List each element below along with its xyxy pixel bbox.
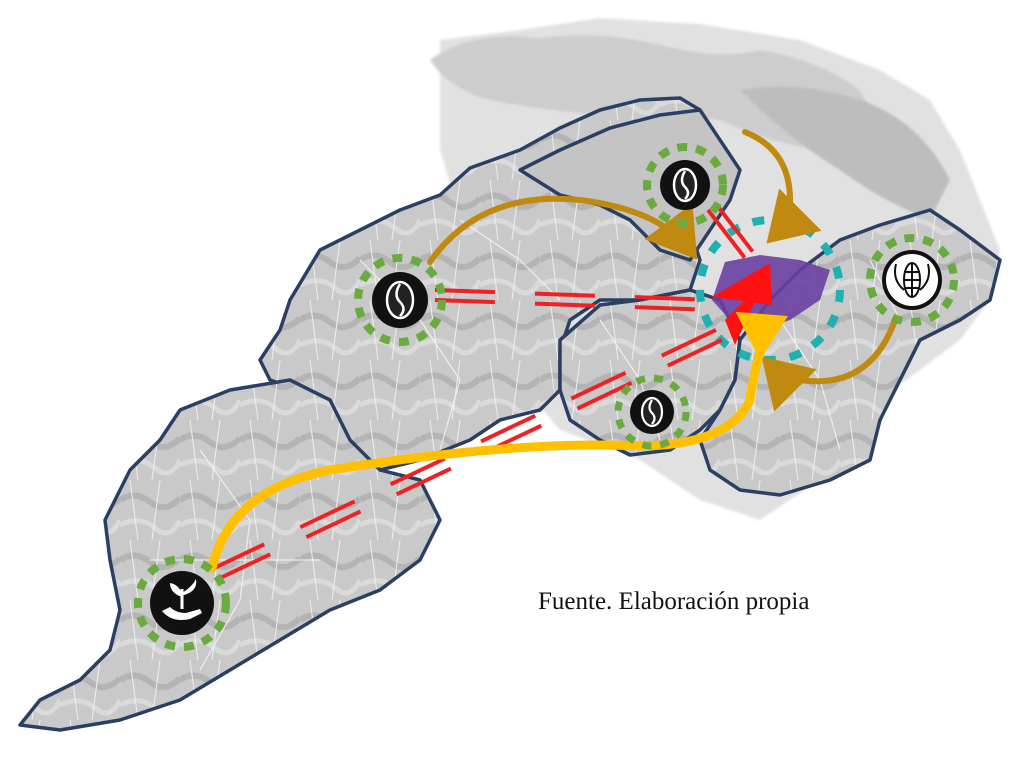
coffee-bean-icon <box>640 396 664 428</box>
node-center <box>614 374 690 450</box>
route-north-hub <box>706 208 750 264</box>
dashed-routes <box>209 202 758 582</box>
node-east <box>866 234 958 326</box>
flow-west-to-hub <box>427 195 698 265</box>
node-markers <box>134 143 958 651</box>
route-west-hub <box>434 288 716 302</box>
flow-east-to-hub <box>761 317 898 412</box>
node-west <box>354 254 446 346</box>
node-southwest <box>134 555 230 651</box>
flow-southwest-to-hub <box>207 312 789 573</box>
flow-north-to-hub <box>742 129 822 244</box>
coffee-bean-icon <box>385 280 415 320</box>
brown-flows <box>427 129 898 412</box>
node-north <box>643 143 727 227</box>
coffee-bean-icon <box>672 167 698 203</box>
corn-icon <box>894 262 930 298</box>
plant-in-hand-icon <box>162 579 202 620</box>
source-caption: Fuente. Elaboración propia <box>538 588 810 615</box>
yellow-flows <box>207 312 789 573</box>
